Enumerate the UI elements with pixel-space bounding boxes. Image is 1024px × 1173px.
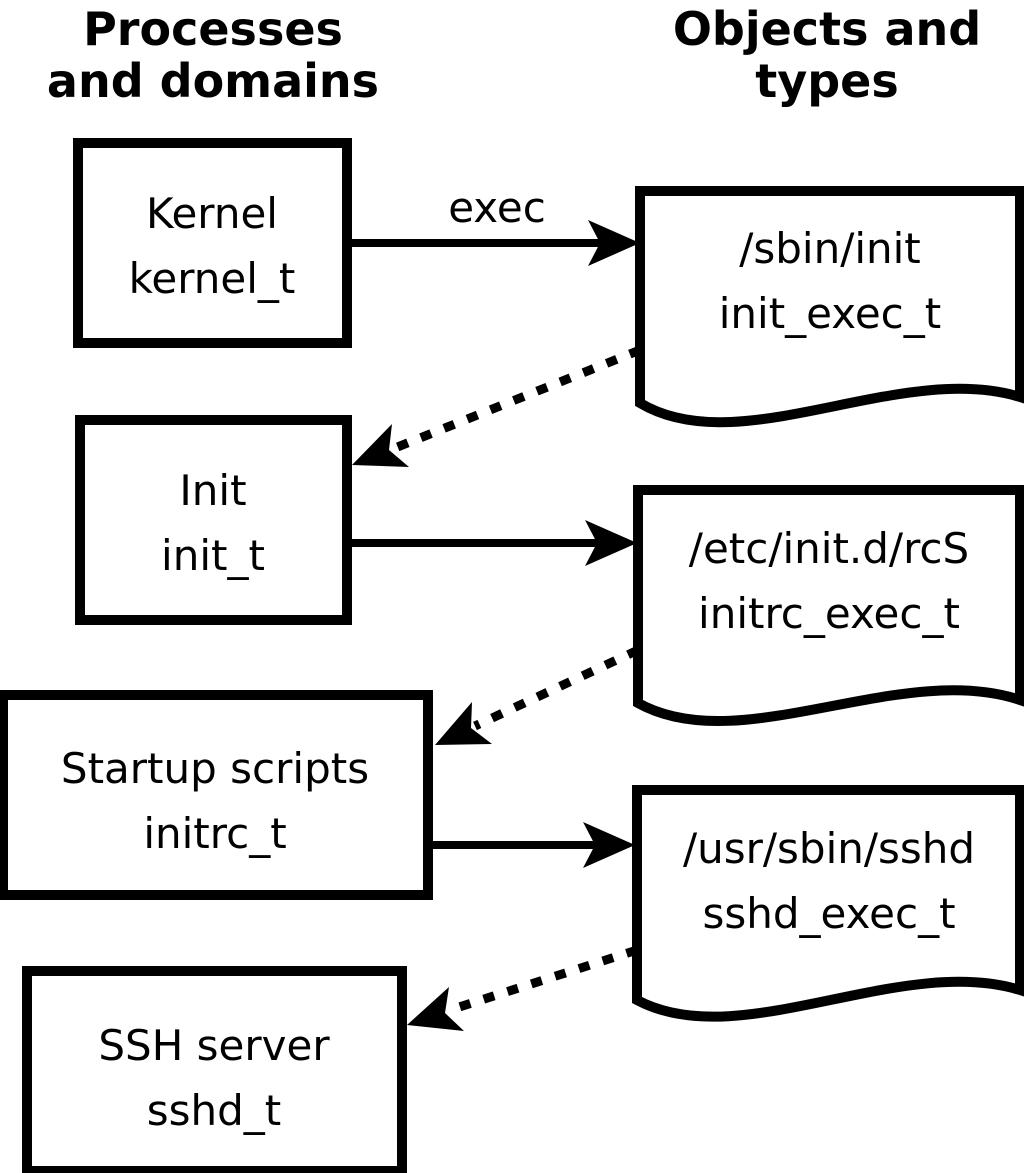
document-sbin-init-path: /sbin/init — [739, 224, 921, 273]
document-etc-initd-rcs-path: /etc/init.d/rcS — [689, 524, 969, 573]
process-box-ssh-server-domain: sshd_t — [147, 1086, 282, 1135]
process-box-kernel-domain: kernel_t — [129, 254, 296, 303]
process-box-startup-scripts-domain: initrc_t — [143, 809, 286, 858]
heading-processes-line1: Processes — [83, 2, 343, 56]
heading-processes-line2: and domains — [47, 54, 379, 108]
process-box-kernel — [73, 138, 352, 348]
process-box-init — [75, 415, 352, 625]
document-etc-initd-rcs — [633, 485, 1024, 727]
process-box-kernel-name: Kernel — [146, 189, 278, 238]
document-sbin-init-type: init_exec_t — [719, 289, 942, 338]
process-box-ssh-server-name: SSH server — [98, 1021, 330, 1070]
solid-arrowhead-kernel-to-init-exec — [588, 220, 640, 266]
solid-arrowhead-initrc-to-sshd-exec — [583, 822, 635, 868]
solid-arrowhead-init-to-initrc-exec — [585, 520, 637, 566]
document-usr-sbin-sshd — [632, 785, 1024, 1022]
document-etc-initd-rcs-type: initrc_exec_t — [698, 589, 960, 638]
process-box-startup-scripts-name: Startup scripts — [61, 744, 369, 793]
dotted-arrowhead-init-exec-to-init — [352, 424, 409, 467]
dotted-arrow-init-exec-to-init — [393, 345, 642, 453]
dotted-arrow-initrc-exec-to-initrc — [473, 645, 640, 731]
document-sbin-init — [635, 186, 1024, 428]
document-usr-sbin-sshd-path: /usr/sbin/sshd — [683, 824, 975, 873]
heading-objects-line1: Objects and — [673, 2, 981, 56]
process-box-startup-scripts — [0, 690, 433, 900]
process-box-init-name: Init — [179, 466, 246, 515]
dotted-arrowhead-initrc-exec-to-initrc — [435, 702, 492, 745]
process-box-init-domain: init_t — [161, 531, 265, 580]
exec-arrow-label: exec — [448, 183, 546, 232]
dotted-arrow-sshd-exec-to-sshd — [448, 945, 639, 1015]
heading-objects-line2: types — [755, 54, 898, 108]
process-box-ssh-server — [22, 966, 407, 1173]
document-usr-sbin-sshd-type: sshd_exec_t — [702, 889, 955, 938]
dotted-arrowhead-sshd-exec-to-sshd — [407, 987, 464, 1031]
